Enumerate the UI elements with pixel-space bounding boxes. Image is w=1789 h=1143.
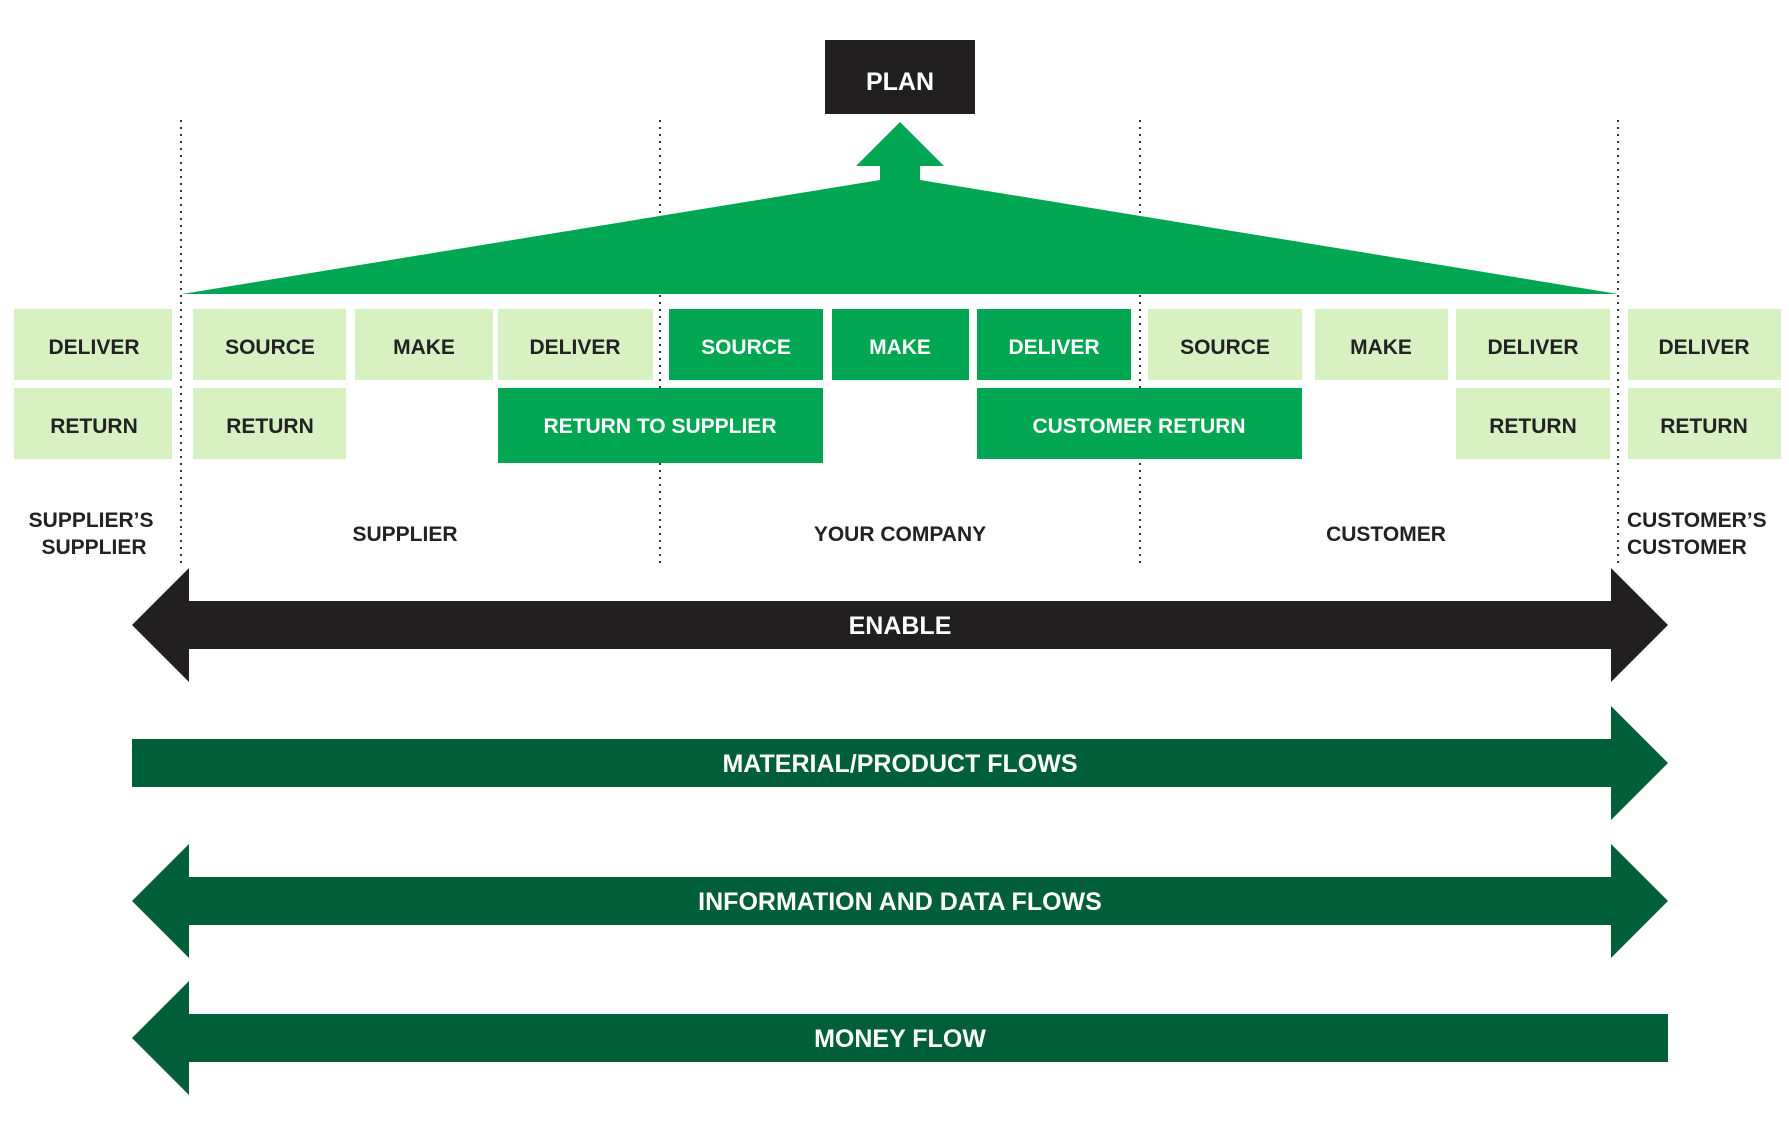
process-box	[977, 309, 1131, 380]
material-product-flows-label: MATERIAL/PRODUCT FLOWS	[722, 750, 1077, 778]
process-box	[832, 309, 969, 380]
return-label: RETURN	[50, 415, 138, 438]
information-data-flows-arrow	[132, 844, 1668, 958]
process-label: SOURCE	[701, 336, 791, 359]
process-label: DELIVER	[1487, 336, 1578, 359]
return-box	[14, 388, 172, 459]
process-label: MAKE	[1350, 336, 1412, 359]
process-box	[193, 309, 346, 380]
process-box	[1456, 309, 1610, 380]
process-label: MAKE	[393, 336, 455, 359]
process-box	[1148, 309, 1302, 380]
plan-umbrella-arrow	[182, 122, 1618, 294]
return-box	[1456, 388, 1610, 459]
plan-label: PLAN	[866, 68, 934, 96]
money-flow-label: MONEY FLOW	[814, 1025, 986, 1053]
process-label: SOURCE	[225, 336, 315, 359]
plan-box: PLAN	[825, 40, 975, 114]
process-label: DELIVER	[529, 336, 620, 359]
process-label: DELIVER	[1658, 336, 1749, 359]
return-box	[1628, 388, 1781, 459]
information-data-flows-label: INFORMATION AND DATA FLOWS	[698, 888, 1102, 916]
material-product-flows-arrow	[132, 706, 1668, 820]
process-box	[355, 309, 493, 380]
process-box	[498, 309, 653, 380]
return-box	[498, 388, 823, 463]
process-box	[669, 309, 823, 380]
return-row: RETURN RETURN RETURN TO SUPPLIER CUSTOME…	[14, 388, 1781, 463]
process-box	[1628, 309, 1781, 380]
group-label-supplier: SUPPLIER	[352, 523, 457, 546]
return-label: RETURN	[1660, 415, 1748, 438]
process-label: MAKE	[869, 336, 931, 359]
return-label: RETURN	[1489, 415, 1577, 438]
group-labels: SUPPLIER’S SUPPLIER SUPPLIER YOUR COMPAN…	[29, 509, 1772, 559]
process-row: DELIVER SOURCE MAKE DELIVER SOURCE MAKE …	[14, 309, 1781, 380]
return-box	[977, 388, 1302, 459]
process-label: SOURCE	[1180, 336, 1270, 359]
group-label-customers-customer: CUSTOMER’S CUSTOMER	[1627, 509, 1772, 559]
enable-label: ENABLE	[849, 612, 952, 640]
return-label: CUSTOMER RETURN	[1032, 415, 1245, 438]
process-box	[1315, 309, 1448, 380]
process-label: DELIVER	[48, 336, 139, 359]
return-label: RETURN	[226, 415, 314, 438]
money-flow-arrow	[132, 981, 1668, 1095]
return-label: RETURN TO SUPPLIER	[544, 415, 777, 438]
process-box	[14, 309, 172, 380]
group-label-customer: CUSTOMER	[1326, 523, 1446, 546]
flow-arrows: ENABLE MATERIAL/PRODUCT FLOWS INFORMATIO…	[132, 568, 1668, 1095]
group-label-your-company: YOUR COMPANY	[814, 523, 986, 546]
return-box	[193, 388, 346, 459]
group-label-suppliers-supplier: SUPPLIER’S SUPPLIER	[29, 509, 160, 559]
process-label: DELIVER	[1008, 336, 1099, 359]
enable-arrow	[132, 568, 1668, 682]
